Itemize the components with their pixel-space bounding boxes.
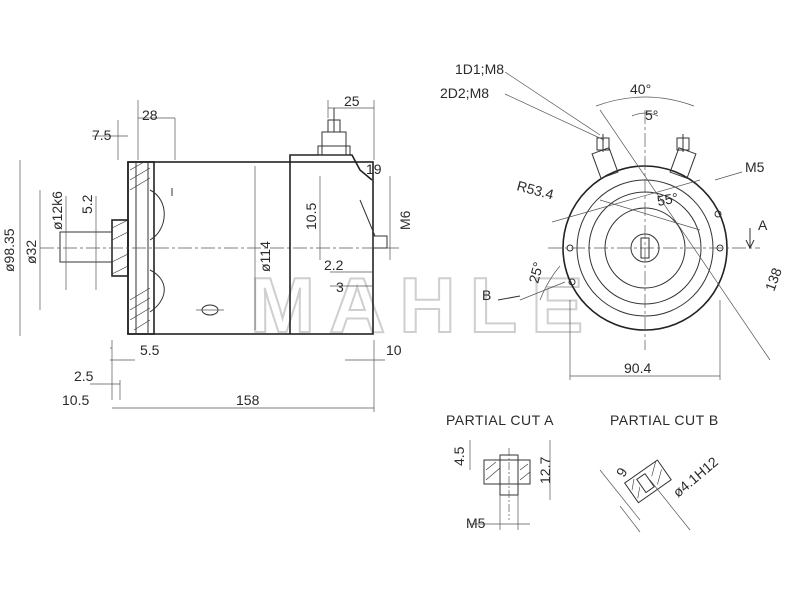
- dim-5-5: 5.5: [140, 342, 160, 358]
- label-2d2-m8: 2D2;M8: [440, 85, 489, 101]
- dim-m6: M6: [397, 210, 413, 230]
- dim-98-35: ø98.35: [1, 228, 17, 272]
- dim-138: 138: [762, 265, 785, 293]
- partial-cut-b-title: PARTIAL CUT B: [610, 412, 719, 428]
- cut-a-dim-4-5: 4.5: [451, 446, 467, 466]
- terminal-1: [591, 134, 619, 179]
- dim-3: 3: [336, 279, 344, 295]
- cut-b-dim-9: 9: [613, 465, 631, 480]
- dim-32: ø32: [23, 240, 39, 264]
- dim-55deg: 55°: [656, 190, 680, 209]
- dim-5-2: 5.2: [79, 194, 95, 214]
- partial-cut-a: PARTIAL CUT A 4.5 12.7 M5: [446, 412, 554, 531]
- dim-28: 28: [142, 107, 158, 123]
- dim-2-2: 2.2: [324, 257, 344, 273]
- dim-114: ø114: [257, 241, 273, 272]
- dim-40deg: 40°: [630, 81, 651, 97]
- dim-r53-4: R53.4: [515, 177, 555, 202]
- mark-b: B: [482, 287, 491, 303]
- terminal-2: [669, 134, 697, 179]
- terminal-stud: [321, 131, 347, 156]
- dim-7-5: 7.5: [92, 127, 112, 143]
- cut-a-m5: M5: [466, 515, 486, 531]
- dim-5deg: 5°: [645, 107, 658, 123]
- dim-19: 19: [366, 161, 382, 177]
- dim-25deg: 25°: [525, 260, 546, 285]
- dim-10-5-top: 10.5: [303, 203, 319, 230]
- partial-cut-a-title: PARTIAL CUT A: [446, 412, 554, 428]
- dim-90-4: 90.4: [624, 360, 651, 376]
- mark-a: A: [758, 217, 768, 233]
- dim-10: 10: [386, 342, 402, 358]
- dim-25: 25: [344, 93, 360, 109]
- end-view: 1D1;M8 2D2;M8 40° 5° M5 R53.4 55° 25° 13…: [440, 61, 785, 380]
- dim-158: 158: [236, 392, 260, 408]
- cut-a-dim-12-7: 12.7: [537, 457, 553, 484]
- label-1d1-m8: 1D1;M8: [455, 61, 504, 77]
- shaft: [59, 231, 113, 263]
- partial-cut-b: PARTIAL CUT B 9 ø4.1H12: [599, 412, 722, 533]
- dim-12k6: ø12k6: [49, 191, 65, 230]
- cut-b-dim-4-1h12: ø4.1H12: [670, 453, 722, 500]
- dim-10-5-bottom: 10.5: [62, 392, 89, 408]
- dim-2-5: 2.5: [74, 368, 94, 384]
- watermark: MAHLE: [250, 261, 597, 349]
- side-view: ø98.35 ø32 ø12k6 5.2 28 7.5 25 19 10.5 M…: [1, 93, 413, 412]
- label-m5: M5: [745, 159, 765, 175]
